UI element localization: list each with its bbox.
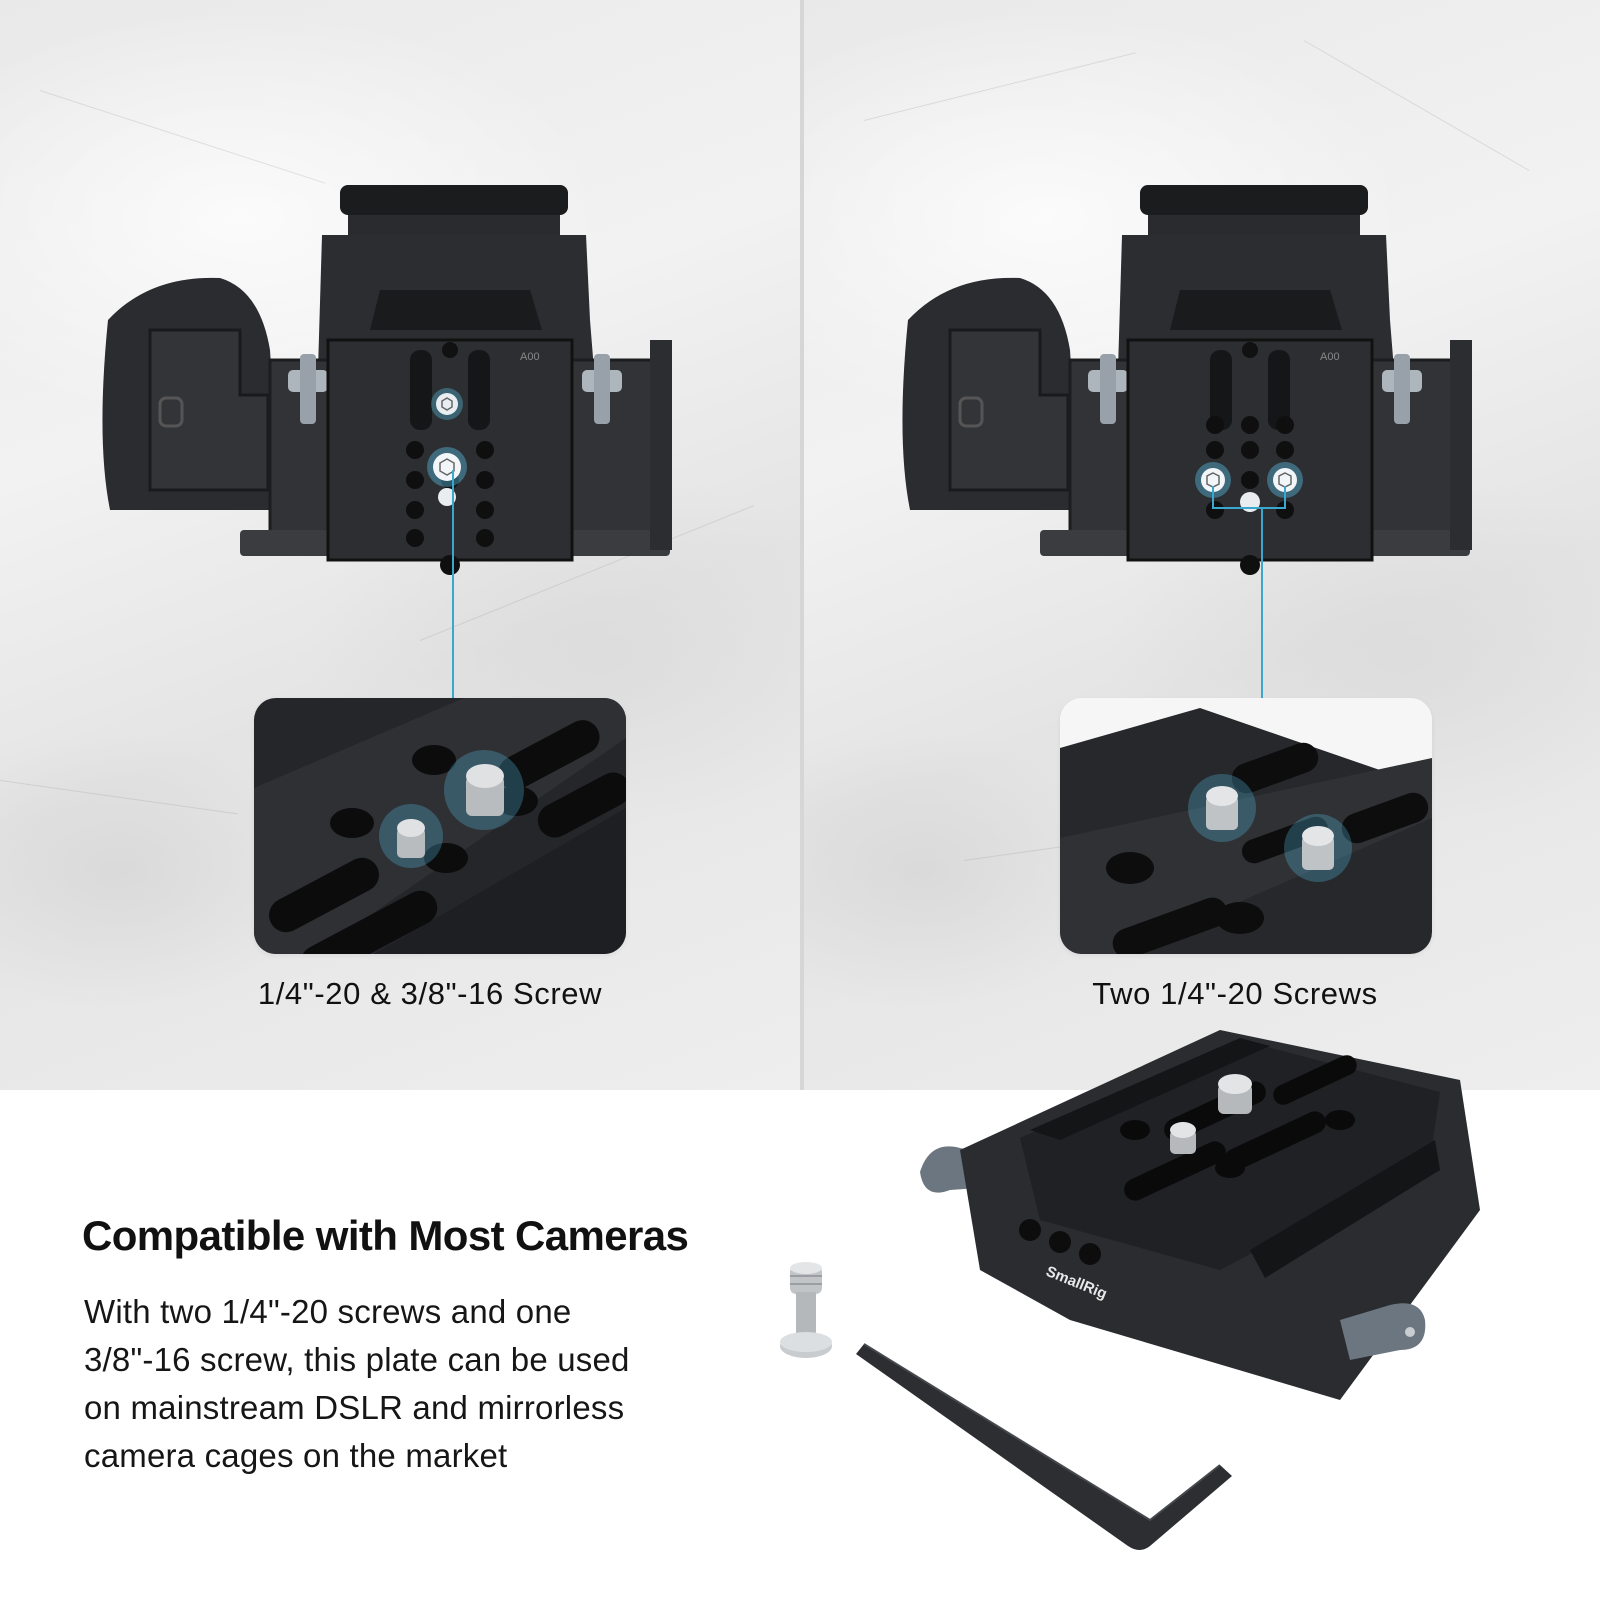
camera-bottom-view-single-mount: A00 <box>90 180 690 580</box>
feature-line: on mainstream DSLR and mirrorless <box>84 1389 625 1426</box>
svg-text:A00: A00 <box>1320 351 1340 363</box>
svg-text:A00: A00 <box>520 351 540 363</box>
hex-key-icon <box>850 1340 1240 1580</box>
feature-line: camera cages on the market <box>84 1437 508 1474</box>
caption-single-mount: 1/4"-20 & 3/8"-16 Screw <box>257 976 603 1011</box>
feature-line: With two 1/4"-20 screws and one <box>84 1293 572 1330</box>
caption-dual-mount: Two 1/4"-20 Screws <box>1092 976 1378 1011</box>
baseplate-product-render: SmallRig <box>920 1020 1500 1440</box>
feature-line: 3/8"-16 screw, this plate can be used <box>84 1341 630 1378</box>
callout-line-left <box>452 470 454 700</box>
callout-line-right <box>1261 508 1263 700</box>
closeup-dual-mount-screws <box>1060 698 1432 954</box>
camera-bottom-view-dual-mount: A00 <box>890 180 1490 580</box>
feature-title: Compatible with Most Cameras <box>82 1212 689 1259</box>
closeup-single-mount-screws <box>254 698 626 954</box>
panel-divider <box>800 0 804 1090</box>
spare-screw-icon <box>778 1262 834 1362</box>
feature-description: With two 1/4"-20 screws and one 3/8"-16 … <box>84 1288 724 1480</box>
